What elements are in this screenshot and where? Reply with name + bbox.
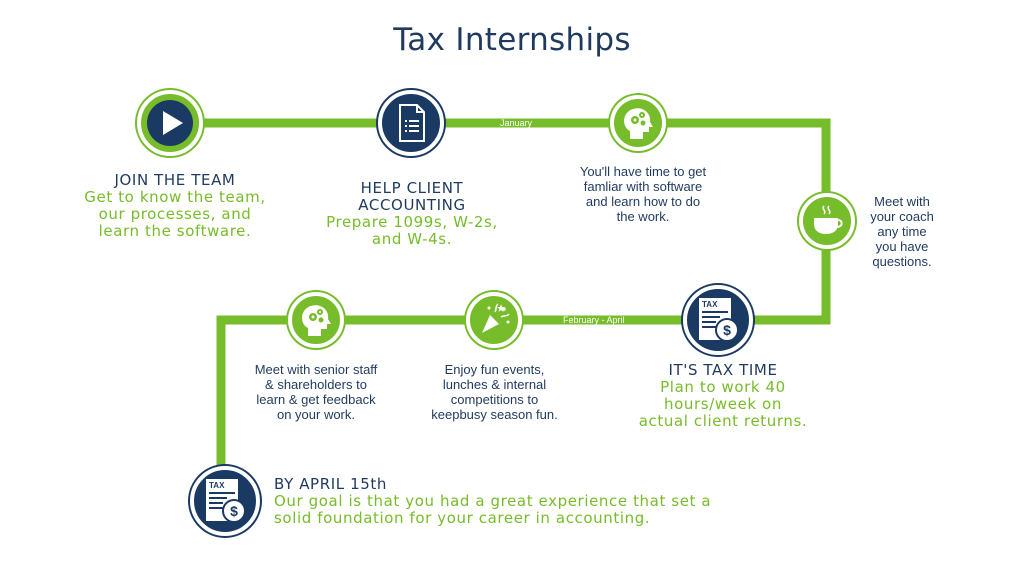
join-detail-2: our processes, and	[98, 205, 252, 223]
step-learn-software: You'll have time to get famliar with sof…	[558, 164, 728, 224]
software-line-4: the work.	[616, 209, 670, 224]
april-detail-2: solid foundation for your career in acco…	[274, 509, 651, 527]
dollar-sign: $	[230, 503, 238, 519]
node-tax-time: TAX $	[683, 285, 753, 355]
head-gears-icon	[624, 108, 653, 139]
coffee-cup-icon	[814, 205, 843, 234]
coach-line-3: any time	[877, 224, 927, 239]
april-heading: BY APRIL 15th	[274, 475, 387, 493]
join-detail-1: Get to know the team,	[84, 188, 266, 206]
node-learn-software	[610, 95, 666, 151]
head-gears-icon	[302, 305, 331, 336]
fun-line-3: competitions to	[450, 392, 539, 407]
node-senior-staff	[288, 292, 344, 348]
tax-document-icon: TAX $	[206, 479, 246, 523]
software-line-1: You'll have time to get	[579, 164, 707, 179]
senior-line-2: & shareholders to	[265, 377, 367, 392]
node-fun-events	[466, 292, 522, 348]
node-coach	[799, 193, 855, 249]
step-coach: Meet with your coach any time you have q…	[856, 194, 948, 269]
tax-document-icon: TAX $	[699, 298, 739, 342]
document-list-icon	[399, 104, 425, 142]
step-help-client: HELP CLIENT ACCOUNTING Prepare 1099s, W-…	[312, 180, 512, 248]
coach-line-5: questions.	[872, 254, 932, 269]
tax-label: TAX	[702, 300, 718, 309]
fun-line-2: lunches & internal	[442, 377, 547, 392]
page-title: Tax Internships	[393, 22, 631, 58]
path-label-feb-april: February - April	[563, 315, 625, 325]
step-senior-staff: Meet with senior staff & shareholders to…	[236, 362, 396, 422]
tax-time-detail-3: actual client returns.	[638, 412, 808, 430]
coach-line-4: you have	[875, 239, 929, 254]
software-line-2: famliar with software	[583, 179, 703, 194]
step-tax-time: IT'S TAX TIME Plan to work 40 hours/week…	[618, 362, 828, 430]
tax-time-detail-2: hours/week on	[664, 395, 782, 413]
help-detail-2: and W-4s.	[371, 230, 453, 248]
step-april-15: BY APRIL 15th Our goal is that you had a…	[274, 476, 774, 527]
step-fun-events: Enjoy fun events, lunches & internal com…	[412, 362, 577, 422]
senior-line-1: Meet with senior staff	[254, 362, 378, 377]
node-april-15: TAX $	[190, 466, 260, 536]
dollar-sign: $	[723, 322, 731, 338]
help-detail-1: Prepare 1099s, W-2s,	[326, 213, 498, 231]
path-label-january: January	[500, 118, 533, 128]
senior-line-4: on your work.	[276, 407, 356, 422]
node-help-client	[378, 90, 444, 156]
join-heading: JOIN THE TEAM	[114, 171, 236, 189]
tax-time-detail-1: Plan to work 40	[660, 378, 786, 396]
coach-line-2: your coach	[870, 209, 934, 224]
party-popper-icon	[482, 303, 510, 333]
join-detail-3: learn the software.	[98, 222, 252, 240]
tax-label: TAX	[209, 481, 225, 490]
help-heading-1: HELP CLIENT	[360, 179, 464, 197]
step-join-team: JOIN THE TEAM Get to know the team, our …	[80, 172, 270, 240]
node-join-team	[137, 90, 203, 156]
fun-line-1: Enjoy fun events,	[444, 362, 545, 377]
play-icon	[147, 100, 193, 146]
senior-line-3: learn & get feedback	[256, 392, 376, 407]
april-detail-1: Our goal is that you had a great experie…	[274, 492, 712, 510]
tax-time-heading: IT'S TAX TIME	[668, 361, 778, 379]
help-heading-2: ACCOUNTING	[358, 196, 466, 214]
software-line-3: and learn how to do	[585, 194, 701, 209]
coach-line-1: Meet with	[874, 194, 930, 209]
fun-line-4: keepbusy season fun.	[431, 407, 558, 422]
